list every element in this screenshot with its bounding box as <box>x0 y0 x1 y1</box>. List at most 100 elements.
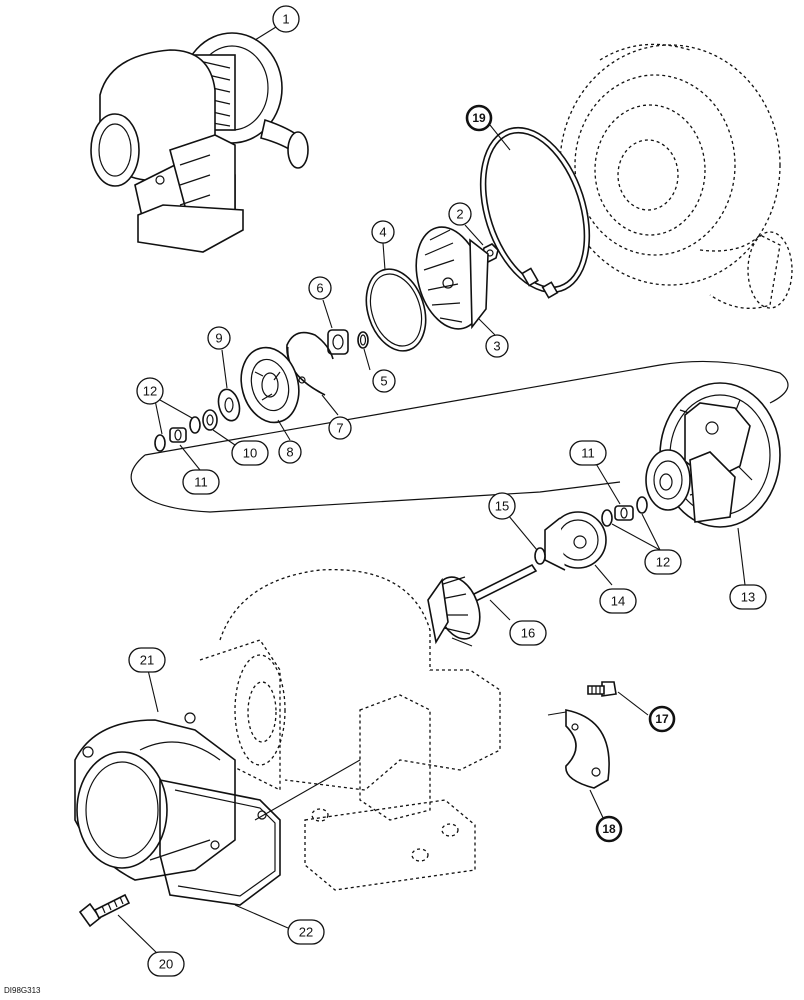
leader-12b-2 <box>641 513 661 551</box>
bearing-set-right <box>601 496 648 527</box>
leader-7 <box>321 394 339 416</box>
callout-6-label: 6 <box>316 281 323 296</box>
callout-5: 5 <box>372 369 396 393</box>
drawing-code: DI98G313 <box>4 986 41 995</box>
callout-19: 19 <box>465 104 493 132</box>
callout-22-label: 22 <box>299 925 313 940</box>
callout-4-label: 4 <box>379 225 386 240</box>
callout-7-label: 7 <box>336 421 343 436</box>
callout-6: 6 <box>308 276 332 300</box>
leader-bolt-line <box>254 759 361 821</box>
callout-3-label: 3 <box>493 339 500 354</box>
cap-screw <box>78 893 131 928</box>
callout-9: 9 <box>207 326 231 350</box>
callout-8: 8 <box>278 440 302 464</box>
callout-17-label: 17 <box>655 712 669 726</box>
exhaust-elbow <box>74 712 236 881</box>
callout-21: 21 <box>128 647 166 673</box>
callout-12-right: 12 <box>644 549 682 575</box>
leader-3 <box>477 317 496 336</box>
callout-4: 4 <box>371 220 395 244</box>
center-housing <box>645 382 781 528</box>
leader-17 <box>617 691 649 716</box>
callout-1-label: 1 <box>282 12 289 27</box>
leader-13 <box>737 527 746 586</box>
callout-12-left-label: 12 <box>143 384 157 399</box>
leader-22 <box>234 904 289 929</box>
leader-12a-1 <box>154 399 163 435</box>
leader-16 <box>489 599 511 621</box>
callout-7: 7 <box>328 416 352 440</box>
callout-16-label: 16 <box>521 626 535 641</box>
callout-8-label: 8 <box>286 445 293 460</box>
callout-20-label: 20 <box>159 957 173 972</box>
leader-10 <box>212 429 236 446</box>
turbine-wheel-shaft <box>427 563 538 647</box>
leader-5 <box>363 348 371 371</box>
callout-1: 1 <box>272 5 300 33</box>
callout-9-label: 9 <box>215 331 222 346</box>
callout-3: 3 <box>485 334 509 358</box>
piston-ring <box>534 547 546 565</box>
center-housing-group-outline <box>130 360 789 513</box>
seal-ring-small <box>357 331 369 349</box>
leader-11a <box>179 444 201 471</box>
callout-20: 20 <box>147 951 185 977</box>
thrust-collar <box>327 329 349 355</box>
callout-2-label: 2 <box>456 207 463 222</box>
callout-11-left-label: 11 <box>194 475 208 490</box>
washer <box>202 409 218 431</box>
thrust-washer <box>217 388 241 422</box>
callout-14-label: 14 <box>611 594 625 609</box>
leader-1 <box>254 26 277 41</box>
leader-9 <box>221 349 228 389</box>
bearing-set-left <box>154 416 201 452</box>
snap-ring-large <box>479 126 591 299</box>
leader-2 <box>464 224 484 246</box>
compressor-housing-ghost <box>559 43 793 309</box>
callout-12-left: 12 <box>136 377 164 405</box>
leader-14 <box>594 564 613 586</box>
callout-19-label: 19 <box>472 111 486 125</box>
o-ring <box>365 268 427 352</box>
leader-21 <box>147 669 159 713</box>
callout-11-right-label: 11 <box>581 446 595 461</box>
leader-15 <box>507 514 538 551</box>
leader-20 <box>117 914 163 959</box>
callout-15: 15 <box>488 492 516 520</box>
callout-11-right: 11 <box>569 440 607 466</box>
leader-12a-2 <box>159 399 193 419</box>
leader-4 <box>382 242 386 271</box>
callout-5-label: 5 <box>380 374 387 389</box>
callout-10: 10 <box>231 440 269 466</box>
turbocharger-assembly <box>90 32 309 253</box>
compressor-wheel <box>415 226 489 330</box>
leader-11b <box>594 461 621 505</box>
callout-16: 16 <box>509 620 547 646</box>
callout-12-right-label: 12 <box>656 555 670 570</box>
heat-shield <box>544 511 607 571</box>
gasket <box>159 779 281 906</box>
leader-6 <box>322 299 333 329</box>
callout-15-label: 15 <box>495 499 509 514</box>
callout-2: 2 <box>448 202 472 226</box>
callout-21-label: 21 <box>140 653 154 668</box>
leader-19 <box>489 124 511 151</box>
turbine-housing-ghost <box>199 568 501 891</box>
clamp-plate <box>547 709 610 789</box>
leader-12b-1 <box>611 523 661 551</box>
leader-8 <box>277 419 291 441</box>
callout-13-label: 13 <box>741 590 755 605</box>
callout-22: 22 <box>287 919 325 945</box>
callout-11-left: 11 <box>182 469 220 495</box>
callout-17: 17 <box>648 705 676 733</box>
callout-14: 14 <box>599 588 637 614</box>
thrust-bearing <box>240 346 300 424</box>
callout-18-label: 18 <box>602 822 616 836</box>
leader-18 <box>589 789 606 823</box>
callout-13: 13 <box>729 584 767 610</box>
callout-10-label: 10 <box>243 446 257 461</box>
bolt-small <box>587 681 617 697</box>
callout-18: 18 <box>595 815 623 843</box>
